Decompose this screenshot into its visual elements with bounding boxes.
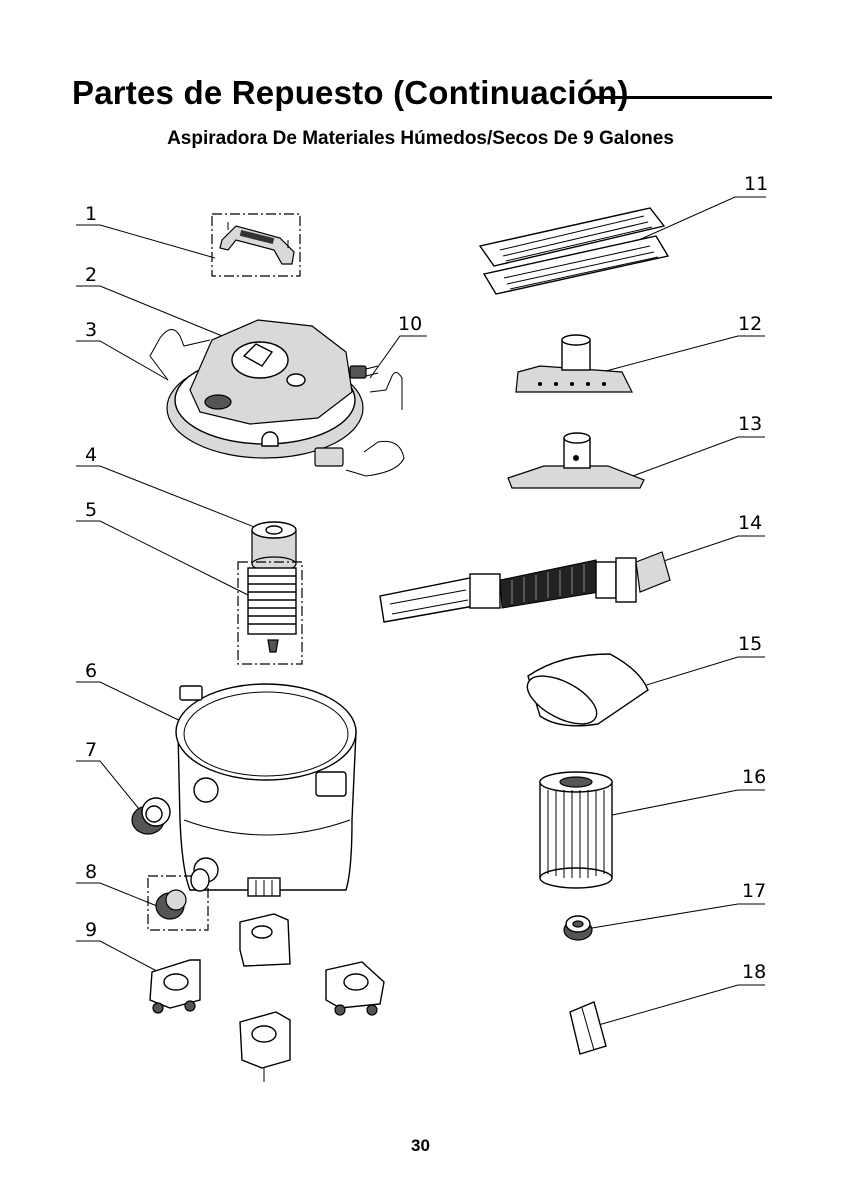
callout-9: 9 xyxy=(76,919,170,978)
callout-15: 15 xyxy=(630,633,765,690)
callout-2: 2 xyxy=(76,264,232,340)
callout-number: 3 xyxy=(85,319,97,341)
callout-number: 4 xyxy=(85,444,97,466)
callout-14: 14 xyxy=(652,512,765,565)
part-extension-wands xyxy=(480,208,668,294)
callout-number: 9 xyxy=(85,919,97,941)
part-floor-nozzle xyxy=(508,433,644,488)
callout-number: 7 xyxy=(85,739,97,761)
part-lid-powerhead xyxy=(167,320,363,466)
callout-number: 5 xyxy=(85,499,97,521)
callout-7: 7 xyxy=(76,739,148,820)
callout-18: 18 xyxy=(588,961,766,1028)
callout-number: 15 xyxy=(738,633,762,655)
callout-number: 10 xyxy=(398,313,422,335)
callout-8: 8 xyxy=(76,861,162,908)
callout-3: 3 xyxy=(76,319,168,380)
part-hose xyxy=(380,552,670,622)
callout-number: 11 xyxy=(744,173,768,195)
callout-13: 13 xyxy=(622,413,765,480)
part-utility-nozzle xyxy=(516,335,632,392)
callout-5: 5 xyxy=(76,499,248,595)
part-operators-manual xyxy=(570,1002,606,1054)
part-caster-foot-left xyxy=(150,960,200,1013)
part-handle xyxy=(212,214,300,276)
callout-number: 6 xyxy=(85,660,97,682)
part-foam-sleeve xyxy=(520,654,648,734)
callout-number: 8 xyxy=(85,861,97,883)
callout-number: 12 xyxy=(738,313,762,335)
callout-1: 1 xyxy=(76,203,215,258)
part-inlet xyxy=(132,798,170,834)
callout-number: 14 xyxy=(738,512,762,534)
part-caster-foot-bottom xyxy=(240,1012,290,1082)
callout-number: 17 xyxy=(742,880,766,902)
part-cartridge-filter xyxy=(540,772,612,888)
part-drain-cap xyxy=(148,869,209,930)
callout-number: 2 xyxy=(85,264,97,286)
callout-number: 16 xyxy=(742,766,766,788)
part-filter-nut xyxy=(564,916,592,940)
callout-6: 6 xyxy=(76,660,195,728)
part-collection-drum xyxy=(176,684,356,896)
callout-10: 10 xyxy=(370,313,427,378)
callout-number: 18 xyxy=(742,961,766,983)
part-float xyxy=(252,522,296,571)
page-number: 30 xyxy=(0,1136,841,1156)
part-caster-foot-top xyxy=(240,914,290,966)
callout-12: 12 xyxy=(602,313,765,372)
callout-4: 4 xyxy=(76,444,262,530)
callout-17: 17 xyxy=(592,880,766,928)
callout-number: 13 xyxy=(738,413,762,435)
callout-number: 1 xyxy=(85,203,97,225)
part-caster-foot-right xyxy=(326,962,384,1015)
part-filter-cage xyxy=(238,562,302,664)
callout-16: 16 xyxy=(612,766,766,815)
